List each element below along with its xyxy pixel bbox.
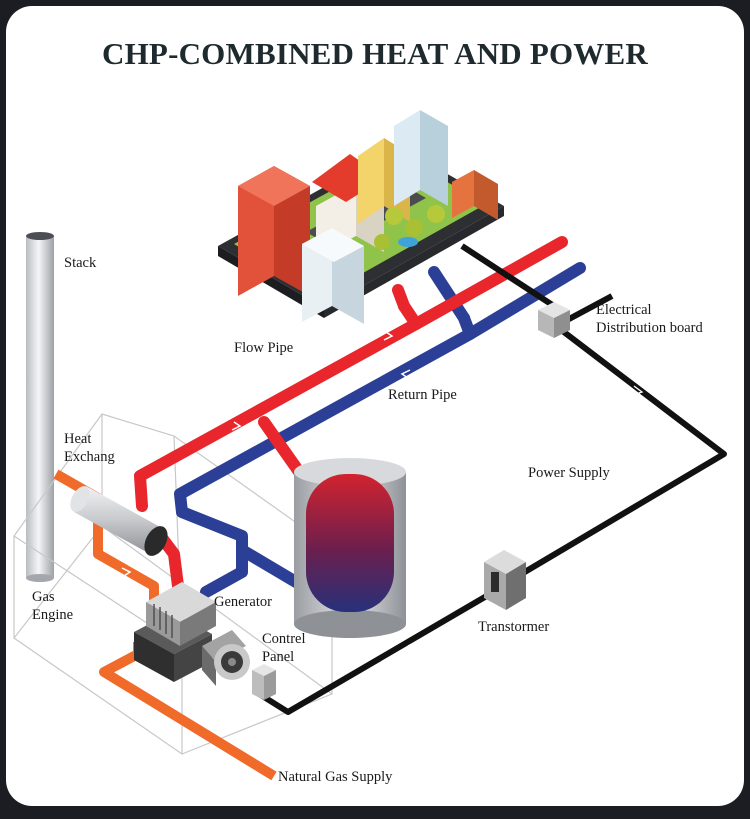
control-panel <box>252 664 276 700</box>
label-heat-exchanger: Heat Exchang <box>64 431 115 465</box>
heat-exchanger <box>70 486 168 556</box>
return-pipe <box>174 262 586 598</box>
electrical-distribution-board <box>538 302 570 338</box>
label-power-supply: Power Supply <box>528 465 610 481</box>
generator <box>202 630 250 686</box>
power-arrow-2 <box>627 510 638 519</box>
label-return-pipe: Return Pipe <box>388 387 457 403</box>
label-transformer: Transtormer <box>478 619 550 635</box>
gas-arrow <box>152 687 163 697</box>
power-arrow-3 <box>407 640 418 649</box>
flow-arrow <box>383 331 394 341</box>
label-generator: Generator <box>214 594 272 610</box>
stack <box>26 232 54 582</box>
return-arrow <box>400 369 411 379</box>
flow-pipe <box>134 236 568 592</box>
hot-water-tank <box>294 458 406 638</box>
chp-diagram <box>13 110 727 781</box>
exhaust-arrow <box>121 567 132 577</box>
label-electrical-distribution-board: Electrical Distribution board <box>596 302 703 336</box>
transformer <box>484 550 526 610</box>
label-gas-engine: Gas Engine <box>32 589 74 623</box>
flow-arrow-2 <box>231 421 242 431</box>
diagram-card: CHP-COMBINED HEAT AND POWER <box>6 6 744 806</box>
city-illustration <box>218 110 504 324</box>
label-natural-gas-supply: Natural Gas Supply <box>278 769 393 785</box>
label-control-panel: Contrel Panel <box>262 631 306 665</box>
page-title: CHP-COMBINED HEAT AND POWER <box>102 36 648 71</box>
label-stack: Stack <box>64 255 97 271</box>
label-flow-pipe: Flow Pipe <box>234 340 294 356</box>
power-arrow-1 <box>633 385 644 395</box>
